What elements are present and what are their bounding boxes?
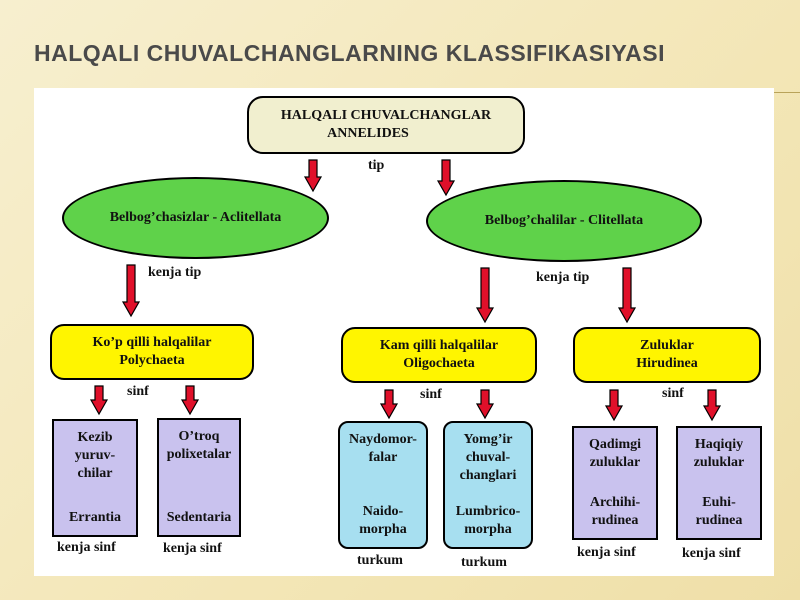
class-polychaeta: Ko’p qilli halqalilar Polychaeta <box>50 324 254 380</box>
label-kenja-tip-right: kenja tip <box>536 270 590 285</box>
arrow-root-to-clitellata <box>436 159 456 197</box>
root-node: HALQALI CHUVALCHANGLAR ANNELIDES <box>247 96 525 154</box>
leaf-line: Sedentaria <box>166 510 232 525</box>
label-kenja-tip-left: kenja tip <box>148 265 202 280</box>
class-oligochaeta: Kam qilli halqalilar Oligochaeta <box>341 327 537 383</box>
subclass-euhirudinea-latin: Euhi- rudinea <box>696 494 743 530</box>
arrow-polychaeta-to-sedentaria <box>180 385 200 416</box>
order-lumbricomorpha: Yomg’ir chuval- changlari Lumbrico- morp… <box>443 421 533 549</box>
subphylum-clitellata: Belbog’chalilar - Clitellata <box>426 180 702 262</box>
label-turkum-2: turkum <box>461 555 507 570</box>
class-hirudinea-line-2: Hirudinea <box>636 356 698 371</box>
leaf-line: zuluklar <box>589 455 641 470</box>
leaf-line: morpha <box>359 522 407 537</box>
subclass-sedentaria: O’troq polixetalar Sedentaria <box>157 418 241 537</box>
subclass-euhirudinea-name: Haqiqiy zuluklar <box>694 436 745 472</box>
leaf-line: Naido- <box>362 504 404 519</box>
slide-title: HALQALI CHUVALCHANGLARNING KLASSIFIKASIY… <box>34 40 666 66</box>
subphylum-aclitellata: Belbog’chasizlar - Aclitellata <box>62 177 329 259</box>
arrow-oligochaeta-to-lumbricomorpha <box>475 389 495 420</box>
class-polychaeta-line-1: Ko’p qilli halqalilar <box>92 335 212 350</box>
leaf-line: Euhi- <box>702 495 736 510</box>
arrow-polychaeta-to-errantia <box>89 385 109 416</box>
leaf-line: rudinea <box>591 513 639 528</box>
arrow-clitellata-to-hirudinea <box>617 267 637 324</box>
leaf-line: morpha <box>464 522 512 537</box>
subclass-errantia: Kezib yuruv- chilar Errantia <box>52 419 138 537</box>
subclass-archihirudinea-name: Qadimgi zuluklar <box>589 436 641 472</box>
subclass-euhirudinea: Haqiqiy zuluklar Euhi- rudinea <box>676 426 762 540</box>
subphylum-aclitellata-label: Belbog’chasizlar - Aclitellata <box>109 210 282 225</box>
order-naidomorpha-name: Naydomor- falar <box>349 431 417 467</box>
leaf-line: yuruv- <box>74 448 116 463</box>
class-polychaeta-line-2: Polychaeta <box>119 353 185 368</box>
label-sinf-middle: sinf <box>420 387 442 402</box>
label-kenja-sinf-1: kenja sinf <box>57 540 116 555</box>
subclass-sedentaria-name: O’troq polixetalar <box>167 428 232 464</box>
leaf-line: polixetalar <box>166 447 232 462</box>
leaf-line: Yomg’ir <box>463 432 513 447</box>
leaf-line: rudinea <box>695 513 743 528</box>
subclass-archihirudinea: Qadimgi zuluklar Archihi- rudinea <box>572 426 658 540</box>
root-line-2: ANNELIDES <box>327 126 409 141</box>
title-rule <box>752 92 800 93</box>
leaf-line: chuval- <box>465 450 511 465</box>
label-kenja-sinf-4: kenja sinf <box>682 546 741 561</box>
leaf-line: zuluklar <box>693 455 745 470</box>
leaf-line: Naydomor- <box>349 432 417 447</box>
leaf-line: falar <box>368 450 398 465</box>
leaf-line: Lumbrico- <box>455 504 521 519</box>
subclass-archihirudinea-latin: Archihi- rudinea <box>590 494 640 530</box>
leaf-line: Haqiqiy <box>694 437 744 452</box>
leaf-line: changlari <box>459 468 517 483</box>
order-lumbricomorpha-name: Yomg’ir chuval- changlari <box>460 431 517 485</box>
label-turkum-1: turkum <box>357 553 403 568</box>
label-sinf-left: sinf <box>127 384 149 399</box>
leaf-line: O’troq <box>178 429 220 444</box>
arrow-root-to-aclitellata <box>303 159 323 193</box>
leaf-line: Errantia <box>68 510 122 525</box>
class-oligochaeta-line-2: Oligochaeta <box>403 356 475 371</box>
subclass-sedentaria-latin: Sedentaria <box>167 509 232 527</box>
root-line-1: HALQALI CHUVALCHANGLAR <box>280 108 492 123</box>
class-oligochaeta-line-1: Kam qilli halqalilar <box>379 338 499 353</box>
arrow-oligochaeta-to-naidomorpha <box>379 389 399 420</box>
label-kenja-sinf-3: kenja sinf <box>577 545 636 560</box>
arrow-clitellata-to-oligochaeta <box>475 267 495 324</box>
label-sinf-right: sinf <box>662 386 684 401</box>
class-hirudinea: Zuluklar Hirudinea <box>573 327 761 383</box>
leaf-line: Kezib <box>77 430 113 445</box>
arrow-aclitellata-to-polychaeta <box>121 264 141 318</box>
arrow-hirudinea-to-euhirudinea <box>702 389 722 422</box>
leaf-line: chilar <box>77 466 113 481</box>
label-tip: tip <box>368 158 385 173</box>
order-lumbricomorpha-latin: Lumbrico- morpha <box>456 503 521 539</box>
subclass-errantia-name: Kezib yuruv- chilar <box>75 429 115 483</box>
order-naidomorpha-latin: Naido- morpha <box>359 503 406 539</box>
order-naidomorpha: Naydomor- falar Naido- morpha <box>338 421 428 549</box>
arrow-hirudinea-to-archihirudinea <box>604 389 624 422</box>
subclass-errantia-latin: Errantia <box>69 509 121 527</box>
label-kenja-sinf-2: kenja sinf <box>163 541 222 556</box>
leaf-line: Archihi- <box>589 495 641 510</box>
subphylum-clitellata-label: Belbog’chalilar - Clitellata <box>484 213 644 228</box>
leaf-line: Qadimgi <box>588 437 642 452</box>
class-hirudinea-line-1: Zuluklar <box>640 338 694 353</box>
